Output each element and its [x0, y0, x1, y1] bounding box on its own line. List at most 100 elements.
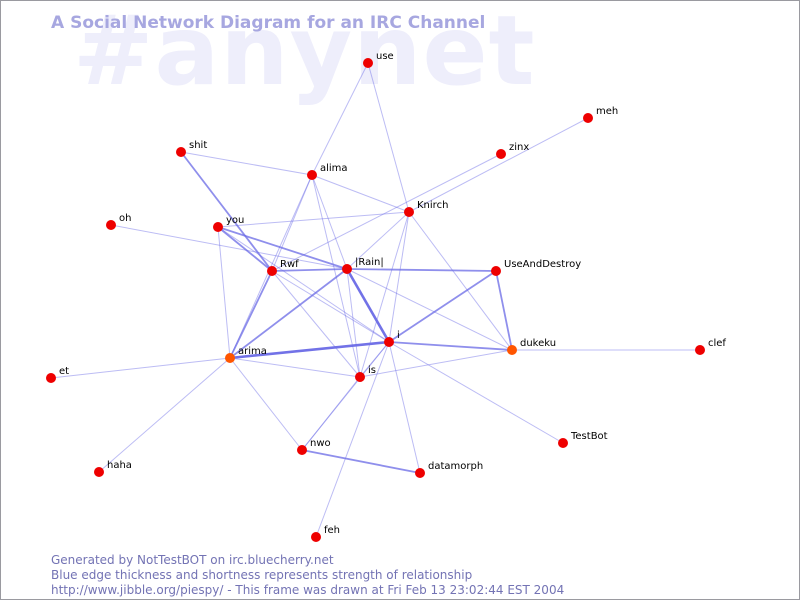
node-dot-TestBot: [558, 438, 568, 448]
node-nwo: nwo: [297, 438, 331, 455]
node-label-use: use: [376, 51, 394, 62]
node-dot-Rain: [342, 264, 352, 274]
node-Rwf: Rwf: [267, 259, 299, 276]
node-dot-clef: [695, 345, 705, 355]
node-label-alima: alima: [320, 163, 348, 174]
node-label-oh: oh: [119, 213, 131, 224]
node-dot-et: [46, 373, 56, 383]
node-label-clef: clef: [708, 338, 726, 349]
edge-shit-alima: [180, 151, 313, 176]
node-label-Rain: |Rain|: [355, 257, 384, 268]
edge-meh-Knirch: [408, 117, 589, 213]
node-dukeku: dukeku: [507, 338, 556, 355]
edge-UseAndDestroy-dukeku: [495, 270, 513, 351]
node-UseAndDestroy: UseAndDestroy: [491, 259, 581, 276]
edge-Knirch-you: [217, 211, 410, 228]
node-dot-Rwf: [267, 266, 277, 276]
node-feh: feh: [311, 525, 340, 542]
node-dot-is: [355, 372, 365, 382]
edge-oh-Rain: [110, 224, 348, 270]
node-haha: haha: [94, 460, 132, 477]
node-dot-meh: [583, 113, 593, 123]
edge-Rain-is: [346, 268, 361, 378]
node-is: is: [355, 365, 376, 382]
node-you: you: [213, 215, 244, 232]
footer-legend-note: Blue edge thickness and shortness repres…: [51, 568, 473, 582]
node-dot-alima: [307, 170, 317, 180]
edge-i-TestBot: [388, 341, 564, 444]
node-dot-dukeku: [507, 345, 517, 355]
edge-Knirch-is: [359, 211, 410, 378]
edge-Rwf-is: [271, 270, 361, 378]
edge-you-arima: [217, 226, 231, 359]
node-label-meh: meh: [596, 106, 618, 117]
edge-dukeku-is: [359, 349, 513, 378]
footer-url-timestamp: http://www.jibble.org/piespy/ - This fra…: [51, 583, 565, 597]
node-alima: alima: [307, 163, 348, 180]
edge-nwo-datamorph: [301, 449, 421, 474]
edge-you-Rwf: [217, 226, 273, 272]
edge-alima-is: [311, 174, 361, 378]
node-datamorph: datamorph: [415, 461, 483, 478]
node-dot-nwo: [297, 445, 307, 455]
node-shit: shit: [176, 140, 207, 157]
node-label-i: i: [397, 330, 400, 341]
node-meh: meh: [583, 106, 618, 123]
node-dot-Knirch: [404, 207, 414, 217]
edge-Rwf-i: [271, 270, 390, 343]
edge-Rain-arima: [229, 268, 348, 359]
node-label-shit: shit: [189, 140, 207, 151]
node-label-is: is: [368, 365, 376, 376]
node-i: i: [384, 330, 400, 347]
node-dot-use: [363, 58, 373, 68]
edge-you-i: [217, 226, 390, 343]
edge-Rwf-Rain: [271, 268, 348, 272]
node-dot-i: [384, 337, 394, 347]
node-Knirch: Knirch: [404, 200, 448, 217]
node-label-TestBot: TestBot: [570, 431, 608, 442]
edge-layer: [50, 62, 700, 538]
node-label-et: et: [59, 366, 69, 377]
node-dot-zinx: [496, 149, 506, 159]
node-label-arima: arima: [238, 346, 267, 357]
edge-shit-Rwf: [180, 151, 273, 272]
edge-i-feh: [315, 341, 390, 538]
edge-arima-nwo: [229, 357, 303, 451]
node-label-feh: feh: [324, 525, 340, 536]
node-dot-feh: [311, 532, 321, 542]
edge-Rain-UseAndDestroy: [346, 268, 497, 272]
node-TestBot: TestBot: [558, 431, 608, 448]
node-label-Rwf: Rwf: [280, 259, 299, 270]
edge-you-Rain: [217, 226, 348, 270]
node-label-nwo: nwo: [310, 438, 331, 449]
node-label-datamorph: datamorph: [428, 461, 483, 472]
node-label-dukeku: dukeku: [520, 338, 556, 349]
edge-i-dukeku: [388, 341, 513, 351]
node-dot-UseAndDestroy: [491, 266, 501, 276]
edge-use-Knirch: [367, 62, 410, 213]
edge-arima-haha: [98, 357, 231, 473]
edge-alima-Knirch: [311, 174, 410, 213]
node-et: et: [46, 366, 69, 383]
node-arima: arima: [225, 346, 267, 363]
edge-Rwf-arima: [229, 270, 273, 359]
edge-Knirch-i: [388, 211, 410, 343]
edge-alima-Rain: [311, 174, 348, 270]
node-use: use: [363, 51, 394, 68]
channel-watermark: #anynet: [73, 0, 536, 107]
node-dot-oh: [106, 220, 116, 230]
node-label-zinx: zinx: [509, 142, 529, 153]
node-dot-shit: [176, 147, 186, 157]
edge-Knirch-Rain: [346, 211, 410, 270]
node-dot-haha: [94, 467, 104, 477]
edge-alima-Rwf: [271, 174, 313, 272]
footer: Generated by NotTestBOT on irc.bluecherr…: [51, 553, 564, 598]
footer-generated-by: Generated by NotTestBOT on irc.bluecherr…: [51, 553, 334, 567]
node-dot-you: [213, 222, 223, 232]
node-clef: clef: [695, 338, 726, 355]
edge-arima-et: [50, 357, 231, 379]
node-dot-datamorph: [415, 468, 425, 478]
